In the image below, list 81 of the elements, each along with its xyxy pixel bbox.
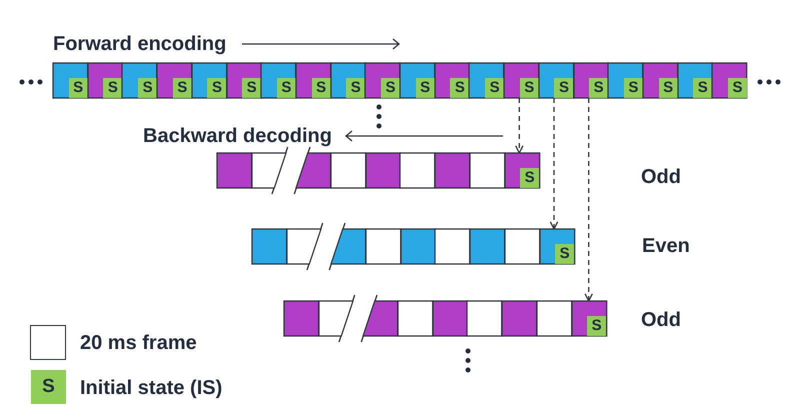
dashed-arrow xyxy=(550,98,558,230)
initial-state-marker: S xyxy=(312,78,331,98)
frame-box xyxy=(470,153,504,188)
frame-box xyxy=(712,63,747,98)
frame-box xyxy=(678,63,712,98)
frame-box xyxy=(608,63,643,98)
initial-state-marker: S xyxy=(728,78,747,98)
arrow-caption: Forward encoding xyxy=(53,32,226,56)
row-label: Even xyxy=(642,234,690,258)
frame-box xyxy=(330,63,366,98)
initial-state-marker: S xyxy=(450,78,470,98)
frame-box xyxy=(261,63,296,98)
frame-box xyxy=(366,153,400,188)
frame-box xyxy=(504,229,540,264)
frame-box xyxy=(642,63,678,98)
frame-box xyxy=(469,63,504,98)
initial-state-marker: S xyxy=(31,370,66,404)
initial-state-marker: S xyxy=(276,78,296,98)
initial-state-marker: S xyxy=(520,168,540,188)
frame-box xyxy=(365,63,400,98)
frame-box xyxy=(157,63,192,98)
dashed-arrow xyxy=(515,98,524,154)
frame-box xyxy=(217,153,252,188)
frame-box xyxy=(88,63,122,98)
dashed-arrow xyxy=(584,98,593,302)
frame-box xyxy=(366,229,401,264)
initial-state-marker: S xyxy=(587,316,606,336)
frame-box xyxy=(432,301,468,336)
frame-box xyxy=(434,63,470,98)
frame-box xyxy=(284,301,319,336)
frame-box xyxy=(331,153,366,188)
legend-text: 20 ms frame xyxy=(80,331,197,355)
frame-box xyxy=(538,63,574,98)
frame-box xyxy=(398,301,433,336)
frame-box xyxy=(467,301,502,336)
arrow-caption: Backward decoding xyxy=(143,124,332,148)
initial-state-marker: S xyxy=(658,78,678,98)
frame-box xyxy=(504,63,539,98)
frame-box xyxy=(53,63,88,98)
frame-box xyxy=(252,153,286,188)
initial-state-marker: S xyxy=(624,78,643,98)
initial-state-marker: S xyxy=(589,78,608,98)
frame-box xyxy=(536,301,572,336)
initial-state-marker: S xyxy=(485,78,504,98)
row-label: Odd xyxy=(641,308,681,332)
frame-box xyxy=(331,229,366,264)
frame-box xyxy=(574,63,608,98)
frame-box xyxy=(363,301,398,336)
frame-box xyxy=(318,301,353,336)
initial-state-marker: S xyxy=(242,78,262,98)
initial-state-marker: S xyxy=(380,78,400,98)
frame-box xyxy=(192,63,226,98)
initial-state-marker: S xyxy=(172,78,192,98)
frame-box xyxy=(504,153,540,188)
initial-state-marker: S xyxy=(138,78,158,98)
initial-state-marker: S xyxy=(520,78,539,98)
initial-state-marker: S xyxy=(416,78,435,98)
frame-box xyxy=(435,229,470,264)
initial-state-marker: S xyxy=(693,78,712,98)
initial-state-marker: S xyxy=(554,78,574,98)
frame-box xyxy=(540,229,574,264)
frame-box xyxy=(296,153,331,188)
initial-state-marker: S xyxy=(68,78,88,98)
frame-box xyxy=(400,153,436,188)
initial-state-marker: S xyxy=(103,78,122,98)
frame-box xyxy=(572,301,606,336)
frame-box xyxy=(252,229,287,264)
frame-box xyxy=(400,63,435,98)
frame-box xyxy=(122,63,158,98)
legend-text: Initial state (IS) xyxy=(80,376,222,400)
frame-box xyxy=(470,229,505,264)
frame-box xyxy=(502,301,537,336)
row-label: Odd xyxy=(641,165,681,189)
initial-state-marker: S xyxy=(346,78,366,98)
frame-box xyxy=(226,63,262,98)
frame-box xyxy=(435,153,470,188)
frame-box xyxy=(296,63,331,98)
initial-state-marker: S xyxy=(207,78,226,98)
frame-box xyxy=(400,229,436,264)
frame-box xyxy=(286,229,321,264)
initial-state-marker: S xyxy=(555,244,574,264)
